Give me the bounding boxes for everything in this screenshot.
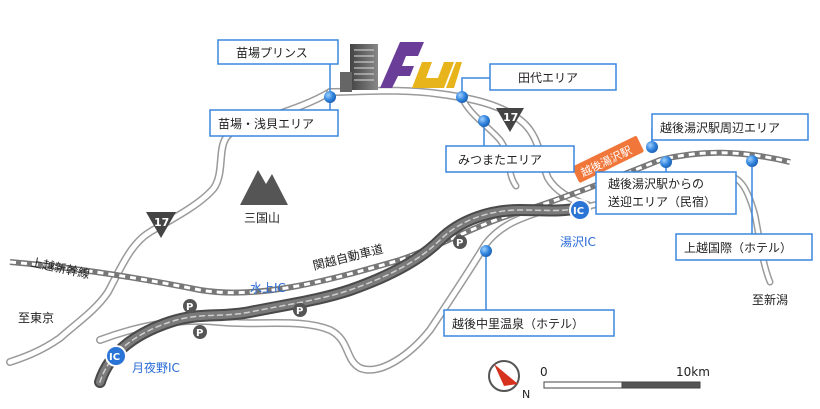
pin-transfer-area[interactable] bbox=[660, 156, 672, 168]
callout-echigo-nakazato[interactable]: 越後中里温泉（ホテル） bbox=[443, 309, 615, 337]
svg-text:IC: IC bbox=[109, 352, 120, 363]
svg-text:IC: IC bbox=[573, 206, 584, 217]
valley-road-outline bbox=[96, 206, 549, 374]
expressway-centerline bbox=[99, 207, 581, 383]
yuzawa-ic-badge: IC bbox=[569, 199, 591, 221]
scale-end-label: 10km bbox=[676, 365, 710, 379]
tsukiyono-ic-label: 月夜野IC bbox=[132, 360, 180, 375]
minakami-ic-label: 水上IC bbox=[250, 281, 286, 295]
to-niigata-label: 至新潟 bbox=[752, 292, 788, 307]
naeba-prince-building bbox=[340, 44, 378, 92]
shinkansen-label: 上越新幹線 bbox=[29, 254, 91, 281]
expressway-fill bbox=[96, 204, 584, 386]
callout-text: 田代エリア bbox=[518, 71, 578, 85]
pin-joetsu-kokusai[interactable] bbox=[746, 155, 758, 167]
parking-marker: P bbox=[183, 299, 197, 313]
callout-text: 越後湯沢駅周辺エリア bbox=[660, 121, 780, 135]
svg-text:P: P bbox=[186, 302, 193, 313]
callout-text: 苗場・浅貝エリア bbox=[218, 117, 314, 131]
route-17-number: 17 bbox=[154, 216, 169, 229]
tsukiyono-ic-badge: IC bbox=[105, 345, 127, 367]
svg-text:P: P bbox=[196, 328, 203, 339]
callout-text-line1: 越後湯沢駅からの bbox=[608, 177, 704, 191]
callout-text: 越後中里温泉（ホテル） bbox=[452, 316, 584, 331]
callout-joetsu-kokusai[interactable]: 上越国際（ホテル） bbox=[675, 233, 813, 261]
mitsumata-road bbox=[460, 96, 518, 188]
valley-road bbox=[97, 207, 548, 373]
route-17-marker-west: 17 bbox=[146, 212, 176, 238]
callout-naeba-prince[interactable]: 苗場プリンス bbox=[217, 39, 339, 65]
callout-mitsumata[interactable]: みつまたエリア bbox=[445, 145, 575, 173]
svg-text:P: P bbox=[456, 238, 463, 249]
compass-north-label: N bbox=[522, 388, 530, 401]
pin-tashiro[interactable] bbox=[456, 91, 468, 103]
mikuniyama-mountain: 三国山 bbox=[240, 170, 288, 225]
parking-marker: P bbox=[193, 325, 207, 339]
callout-text: みつまたエリア bbox=[458, 153, 542, 167]
pin-echigo-yuzawa-station[interactable] bbox=[646, 141, 658, 153]
parking-marker: P bbox=[453, 235, 467, 249]
compass-needle bbox=[494, 364, 518, 386]
pin-naeba[interactable] bbox=[324, 91, 336, 103]
yuzawa-ic-label: 湯沢IC bbox=[560, 235, 596, 249]
route-17-number: 17 bbox=[503, 111, 518, 124]
callout-echigo-yuzawa-station-area[interactable]: 越後湯沢駅周辺エリア bbox=[651, 113, 809, 141]
pin-mitsumata[interactable] bbox=[478, 115, 490, 127]
parking-marker: P bbox=[293, 303, 307, 317]
mountain-icon bbox=[240, 170, 288, 205]
callout-text: 苗場プリンス bbox=[236, 46, 308, 60]
mikuniyama-label: 三国山 bbox=[244, 211, 280, 225]
resort-logo bbox=[380, 42, 462, 88]
kanetsu-expressway bbox=[94, 202, 586, 388]
scale-bar: 0 10km bbox=[540, 365, 710, 389]
callout-transfer-area[interactable]: 越後湯沢駅からの 送迎エリア（民宿） bbox=[595, 171, 737, 215]
pin-echigo-nakazato[interactable] bbox=[480, 245, 492, 257]
route-17-marker-north: 17 bbox=[496, 108, 524, 132]
location-pins bbox=[324, 91, 758, 257]
callout-text-line2: 送迎エリア（民宿） bbox=[608, 194, 716, 209]
callout-text: 上越国際（ホテル） bbox=[684, 241, 792, 255]
svg-text:P: P bbox=[296, 306, 303, 317]
to-tokyo-label: 至東京 bbox=[18, 311, 54, 325]
callout-naeba-asagai[interactable]: 苗場・浅貝エリア bbox=[209, 109, 339, 137]
scale-start-label: 0 bbox=[540, 365, 548, 379]
compass: N bbox=[488, 360, 530, 401]
callout-tashiro[interactable]: 田代エリア bbox=[489, 63, 617, 91]
